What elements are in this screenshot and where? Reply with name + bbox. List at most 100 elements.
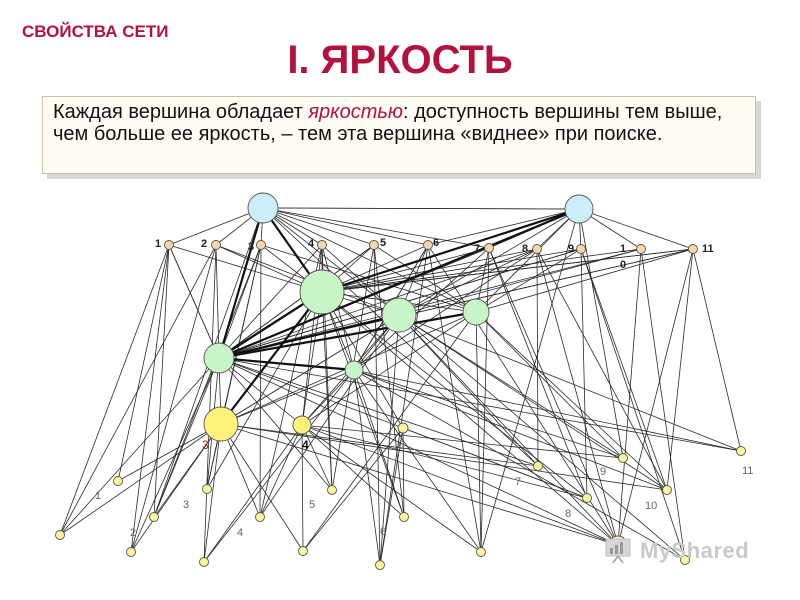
graph-edge [353, 248, 538, 371]
graph-edge [117, 423, 222, 482]
graph-edge [117, 244, 170, 482]
graph-edge [398, 314, 539, 467]
page-title: I. ЯРКОСТЬ [287, 38, 513, 82]
leaf-node [149, 512, 159, 522]
graph-edge [168, 244, 220, 359]
mid-node [299, 269, 345, 315]
leaf-node [55, 530, 65, 540]
top-node-label: 9 [568, 243, 574, 255]
graph-edge [220, 423, 304, 552]
leaf-node [113, 476, 123, 486]
graph-edge [398, 314, 624, 459]
graph-edge [353, 369, 742, 452]
graph-edge [353, 369, 686, 561]
graph-edge [379, 427, 404, 566]
graph-edge [617, 248, 694, 546]
graph-edge [475, 248, 582, 313]
graph-edge [218, 357, 742, 452]
graph-edge [640, 248, 686, 561]
mid-node [462, 298, 490, 326]
graph-edge [153, 244, 170, 518]
graph-edge [301, 311, 477, 426]
top-node-label: 5 [380, 237, 386, 249]
top-node-label: 2 [201, 238, 207, 250]
leaf-node [476, 547, 486, 557]
graph-edge [617, 248, 642, 546]
graph-edge-strong [321, 207, 580, 294]
graph-edge [398, 314, 742, 452]
top-node [369, 240, 379, 250]
graph-edge [302, 311, 477, 552]
graph-edge [578, 208, 694, 250]
graph-edge [321, 291, 588, 499]
graph-edge [398, 248, 538, 316]
hub-node [247, 192, 279, 224]
graph-edge [203, 369, 355, 563]
top-node [576, 244, 586, 254]
graph-edge [218, 248, 642, 359]
top-node [688, 244, 698, 254]
definition-text-end: : доступность вершины тем выше, чем боль… [53, 101, 723, 145]
top-node-label: 0 [620, 259, 626, 271]
graph-edge [353, 369, 624, 459]
graph-edge [379, 314, 400, 566]
graph-edge [220, 244, 262, 425]
graph-edge [321, 247, 490, 293]
graph-edge [321, 248, 582, 293]
graph-edge [59, 423, 222, 536]
top-node [164, 240, 174, 250]
top-node [532, 244, 542, 254]
graph-edge [302, 427, 404, 552]
graph-edge [475, 311, 668, 491]
graph-edge [262, 207, 375, 246]
top-node [423, 240, 433, 250]
graph-edge [398, 314, 619, 546]
graph-edge [218, 244, 323, 359]
graph-edge [427, 208, 580, 246]
graph-edge [262, 207, 490, 249]
graph-edge [215, 244, 220, 359]
leaf-label: 11 [742, 465, 753, 477]
leaf-label: 7 [515, 476, 521, 488]
mid-node-label: 4 [302, 438, 309, 452]
leaf-node [375, 560, 385, 570]
mid-node-label: 6 [398, 438, 405, 452]
leaf-node [327, 485, 337, 495]
top-node [317, 240, 327, 250]
graph-edge [373, 244, 405, 518]
graph-edge [203, 424, 303, 563]
graph-edge [488, 247, 588, 499]
graph-edge [262, 207, 580, 210]
leaf-node [680, 555, 690, 565]
graph-edge [373, 244, 381, 566]
graph-edge [203, 423, 222, 563]
graph-edge [301, 424, 619, 546]
top-node [256, 240, 266, 250]
definition-box: Каждая вершина обладает яркостью: доступ… [42, 96, 756, 174]
graph-edge [580, 248, 668, 491]
leaf-label: 4 [237, 527, 243, 539]
hub-node [564, 194, 594, 224]
graph-edge [220, 423, 619, 546]
top-node-label: 3 [248, 241, 254, 253]
leaf-node [397, 422, 409, 434]
mid-node-label: 3 [202, 438, 209, 452]
graph-edge [59, 244, 170, 536]
leaf-node [533, 461, 543, 471]
leaf-node [618, 453, 628, 463]
graph-edge [321, 248, 642, 293]
graph-edge [153, 244, 262, 518]
leaf-label: 1 [95, 490, 101, 502]
graph-edge [218, 248, 538, 359]
graph-edge [301, 424, 333, 491]
graph-edge [301, 424, 588, 499]
top-node-label: 6 [433, 237, 439, 249]
graph-edge [580, 248, 686, 561]
graph-edge [259, 244, 262, 518]
graph-edge [353, 369, 381, 566]
graph-edge-strong [220, 291, 323, 425]
leaf-node [199, 557, 209, 567]
watermark: MyShared [604, 534, 764, 570]
